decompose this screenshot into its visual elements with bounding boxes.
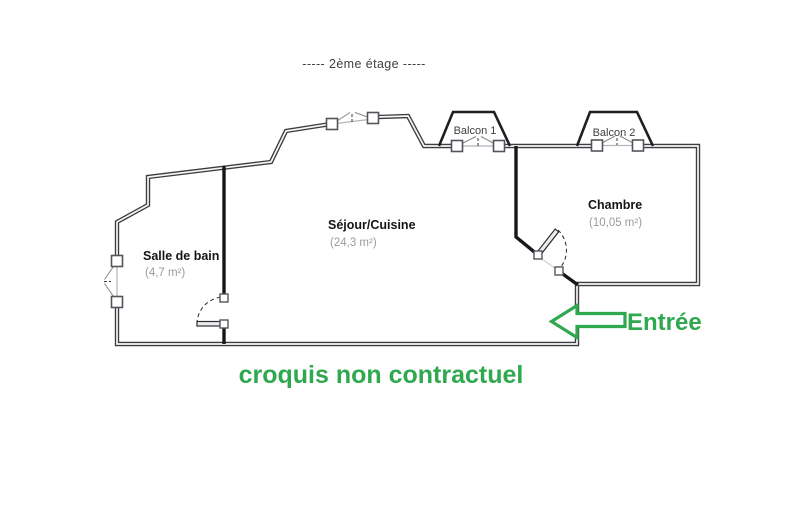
window-casement: [104, 266, 114, 297]
window-casement: [601, 135, 634, 144]
window-jamb: [492, 139, 506, 153]
bathroom-door-leaf: [196, 320, 221, 327]
window-casement: [336, 112, 370, 122]
window-jamb: [325, 117, 339, 131]
window-casement: [461, 136, 495, 144]
room-name-living: Séjour/Cuisine: [328, 218, 416, 232]
window-casement-symbols: [104, 112, 634, 297]
balcony-2-label: Balcon 2: [593, 127, 636, 139]
room-area-living: (24,3 m²): [330, 237, 377, 249]
window-jamb: [366, 111, 380, 125]
window-jamb: [631, 139, 645, 152]
entrance-arrow-icon: [548, 302, 627, 341]
balcony-2-outline: [575, 110, 655, 147]
door-jamb-node: [554, 266, 564, 276]
bedroom-door-swing-arc: [557, 229, 567, 269]
bedroom-partition-wall: [514, 146, 579, 287]
interior-walls: [222, 146, 579, 344]
entrance-label: Entrée: [627, 309, 702, 336]
balcony-1-label: Balcon 1: [454, 125, 497, 137]
bedroom-door: [533, 228, 567, 276]
room-area-bedroom: (10,05 m²): [589, 217, 642, 229]
door-jamb-node: [219, 319, 229, 329]
floor-title: ----- 2ème étage -----: [302, 57, 425, 71]
room-name-bathroom: Salle de bain: [143, 249, 219, 263]
room-name-bedroom: Chambre: [588, 198, 642, 212]
window-jamb: [110, 254, 124, 268]
window-jamb: [110, 295, 124, 309]
window-jamb: [450, 139, 464, 153]
window-sills: [116, 118, 638, 302]
door-jamb-node: [219, 293, 229, 303]
balcony-1-outline: [437, 110, 512, 147]
window-jambs: [110, 111, 645, 309]
disclaimer-text: croquis non contractuel: [239, 361, 524, 389]
window-jamb: [590, 139, 604, 152]
bathroom-door: [196, 293, 229, 329]
door-jamb-node: [533, 250, 543, 260]
room-area-bathroom: (4,7 m²): [145, 267, 185, 279]
